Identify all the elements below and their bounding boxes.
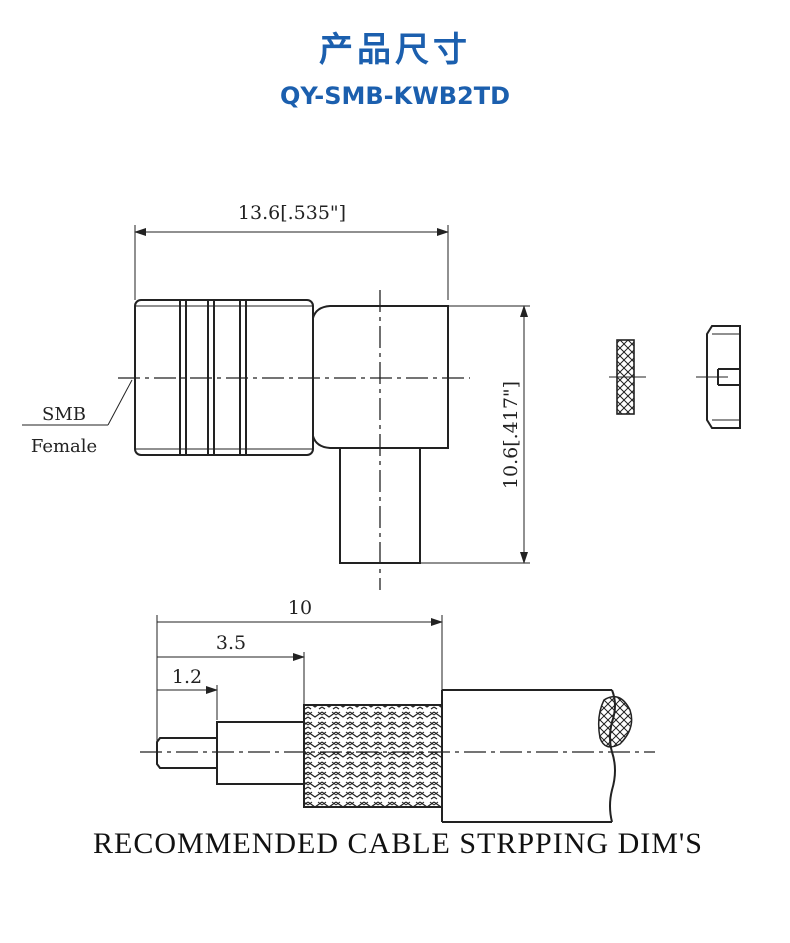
width-dimension: 13.6[.535"] (238, 202, 346, 224)
model-number: QY-SMB-KWB2TD (280, 82, 510, 110)
height-dimension: 10.6[.417"] (500, 381, 522, 489)
cable-stripping-view: 10 3.5 1.2 (140, 597, 655, 823)
connector-type-label: SMB (42, 404, 86, 425)
connector-gender-label: Female (31, 436, 97, 457)
strip-length-braid: 3.5 (216, 632, 246, 654)
connector-side-view: 13.6[.535"] 10.6[.417"] SMB Female (22, 202, 530, 590)
strip-length-pin: 1.2 (172, 666, 202, 688)
strip-length-overall: 10 (288, 597, 312, 619)
insulator-section-view (609, 339, 646, 415)
contact-pin-view (696, 325, 741, 429)
drawing-caption: RECOMMENDED CABLE STRPPING DIM'S (93, 827, 703, 860)
page-title: 产品尺寸 (319, 30, 471, 70)
